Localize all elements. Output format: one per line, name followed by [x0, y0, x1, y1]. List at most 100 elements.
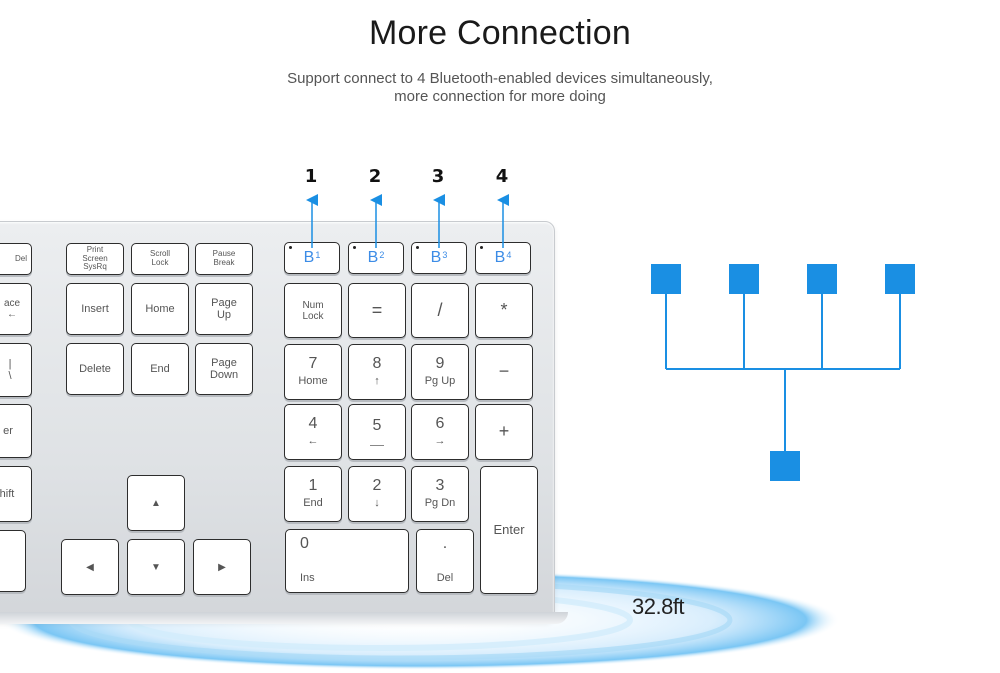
- key-page-down[interactable]: Page Down: [195, 343, 253, 395]
- key-label: 9: [435, 355, 445, 373]
- key-label: B4: [495, 249, 512, 267]
- device-network-diagram: [665, 294, 901, 452]
- key-label: 5: [372, 417, 382, 434]
- key-numpad-9[interactable]: 9 Pg Up: [411, 344, 469, 400]
- subtitle-line-2: more connection for more doing: [394, 88, 606, 105]
- key-asterisk[interactable]: *: [475, 283, 533, 338]
- key-backspace-partial[interactable]: ace ←: [0, 283, 32, 335]
- key-label: Enter: [493, 521, 525, 537]
- key-print-screen[interactable]: Print Screen SysRq: [66, 243, 124, 275]
- key-label: Lock: [151, 258, 169, 267]
- key-label: 7: [308, 355, 318, 373]
- arrow-up-icon: ▲: [151, 497, 161, 509]
- key-numpad-7[interactable]: 7 Home: [284, 344, 342, 400]
- key-numpad-2[interactable]: 2 ↓: [348, 466, 406, 522]
- range-label: 32.8ft: [632, 594, 685, 619]
- key-label: Break: [213, 258, 235, 267]
- key-slash[interactable]: /: [411, 283, 469, 338]
- key-sublabel: ↓: [374, 497, 380, 510]
- key-numpad-enter[interactable]: Enter: [480, 466, 538, 594]
- key-label: \: [8, 370, 12, 382]
- arrow-right-icon: ▶: [218, 561, 226, 573]
- key-label: 1: [308, 477, 318, 495]
- device-number-1: 1: [304, 166, 318, 187]
- page-title: More Connection: [369, 14, 631, 52]
- indicator-dot: [480, 246, 483, 249]
- device-node-4: [885, 264, 915, 294]
- key-home[interactable]: Home: [131, 283, 189, 335]
- key-label: =: [371, 299, 383, 320]
- key-delete[interactable]: Delete: [66, 343, 124, 395]
- key-label-index: 3: [442, 250, 448, 261]
- key-label: 3: [435, 477, 445, 495]
- key-label: Down: [209, 369, 239, 381]
- key-sublabel: ←: [307, 435, 319, 448]
- key-bluetooth-4[interactable]: B4: [475, 242, 531, 274]
- key-arrow-left[interactable]: ◀: [61, 539, 119, 595]
- indicator-dot: [353, 246, 356, 249]
- key-label: Insert: [81, 302, 109, 315]
- key-label-main: B: [494, 249, 506, 267]
- key-pause-break[interactable]: Pause Break: [195, 243, 253, 275]
- key-numpad-1[interactable]: 1 End: [284, 466, 342, 522]
- key-sublabel: →: [434, 435, 446, 448]
- key-label: Scroll: [149, 249, 170, 259]
- key-label: 8: [372, 355, 382, 373]
- key-label: er: [3, 424, 13, 437]
- arrow-left-icon: ◀: [86, 561, 94, 573]
- key-label: |: [8, 357, 12, 370]
- device-number-2: 2: [368, 166, 382, 187]
- key-ctrl-partial[interactable]: [0, 530, 26, 592]
- key-label: −: [498, 361, 510, 382]
- indicator-dot: [289, 246, 292, 249]
- key-label: ace: [3, 298, 21, 309]
- key-arrow-up[interactable]: ▲: [127, 475, 185, 531]
- key-label: B2: [368, 249, 385, 267]
- key-label: Page: [211, 296, 237, 309]
- key-equals[interactable]: =: [348, 283, 406, 338]
- device-node-3: [807, 264, 837, 294]
- key-arrow-right[interactable]: ▶: [193, 539, 251, 595]
- key-numpad-dot[interactable]: . Del: [416, 529, 474, 593]
- device-number-3: 3: [431, 166, 445, 187]
- key-num-lock[interactable]: Num Lock: [284, 283, 342, 338]
- key-label-index: 2: [379, 250, 385, 261]
- key-del-partial[interactable]: Del: [0, 243, 32, 275]
- device-number-4: 4: [495, 166, 509, 187]
- key-label: 0: [300, 535, 309, 552]
- key-label: Home: [145, 302, 175, 315]
- key-numpad-4[interactable]: 4 ←: [284, 404, 342, 460]
- key-numpad-5[interactable]: 5: [348, 404, 406, 460]
- key-label: End: [150, 362, 170, 375]
- key-numpad-3[interactable]: 3 Pg Dn: [411, 466, 469, 522]
- key-numpad-0[interactable]: 0 Ins: [285, 529, 409, 593]
- key-scroll-lock[interactable]: Scroll Lock: [131, 243, 189, 275]
- key-numpad-6[interactable]: 6 →: [411, 404, 469, 460]
- key-label-main: B: [303, 249, 315, 267]
- key-numpad-minus[interactable]: −: [475, 344, 533, 400]
- key-sublabel: Ins: [300, 571, 315, 584]
- key-label: B1: [304, 249, 321, 267]
- key-page-up[interactable]: Page Up: [195, 283, 253, 335]
- key-numpad-plus[interactable]: +: [475, 404, 533, 460]
- key-label: Page: [211, 356, 237, 369]
- key-enter-main-partial[interactable]: er: [0, 404, 32, 458]
- page-subtitle: Support connect to 4 Bluetooth-enabled d…: [0, 70, 1000, 106]
- key-backslash-partial[interactable]: | \: [0, 343, 32, 397]
- key-label: Delete: [79, 362, 111, 375]
- key-label: hift: [0, 487, 15, 500]
- key-label: Screen: [82, 253, 108, 263]
- key-label: /: [437, 299, 443, 320]
- indicator-dot: [416, 246, 419, 249]
- key-sublabel: Del: [436, 571, 454, 584]
- key-insert[interactable]: Insert: [66, 283, 124, 335]
- key-label-index: 1: [315, 250, 321, 261]
- key-label: SysRq: [83, 262, 107, 272]
- device-node-1: [651, 264, 681, 294]
- key-end[interactable]: End: [131, 343, 189, 395]
- key-numpad-8[interactable]: 8 ↑: [348, 344, 406, 400]
- key-arrow-down[interactable]: ▼: [127, 539, 185, 595]
- keyboard-node: [770, 451, 800, 481]
- key-shift-partial[interactable]: hift: [0, 466, 32, 522]
